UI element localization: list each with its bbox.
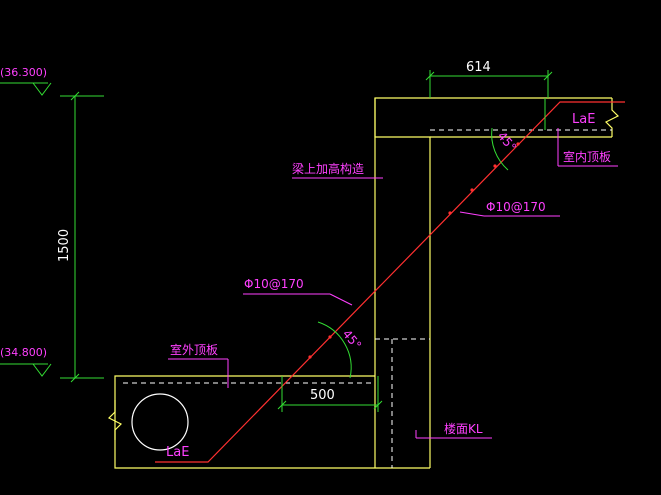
dashed-lines	[123, 129, 612, 468]
label-indoor-slab: 室内顶板	[563, 149, 611, 164]
outdoor-slab-outline	[114, 375, 430, 469]
label-angle-upper: 45°	[495, 129, 519, 154]
elevation-lower: (34.800)	[0, 346, 47, 359]
diagonal-rebar	[155, 101, 625, 463]
rebar-group	[155, 101, 625, 463]
break-line-right	[604, 98, 620, 137]
label-floor-beam: 楼面KL	[444, 421, 483, 436]
dim-bottom-width: 500	[310, 388, 335, 403]
dimension-lines	[0, 70, 553, 412]
concrete-outline	[107, 97, 620, 469]
label-anchor-upper: LaE	[572, 112, 595, 127]
elevation-upper: (36.300)	[0, 66, 47, 79]
rebar-dots	[308, 142, 520, 359]
label-angle-lower: 45°	[340, 327, 364, 352]
label-rebar-upper: Φ10@170	[486, 200, 546, 214]
label-anchor-lower: LaE	[166, 445, 189, 460]
dim-top-width: 614	[466, 60, 491, 75]
pipe-opening	[131, 393, 189, 451]
label-beam-raise: 梁上加高构造	[292, 161, 364, 176]
leader-lines	[168, 128, 618, 439]
label-rebar-lower: Φ10@170	[244, 277, 304, 291]
label-outdoor-slab: 室外顶板	[170, 342, 218, 357]
break-line-left	[107, 400, 123, 440]
dim-height: 1500	[57, 229, 72, 262]
